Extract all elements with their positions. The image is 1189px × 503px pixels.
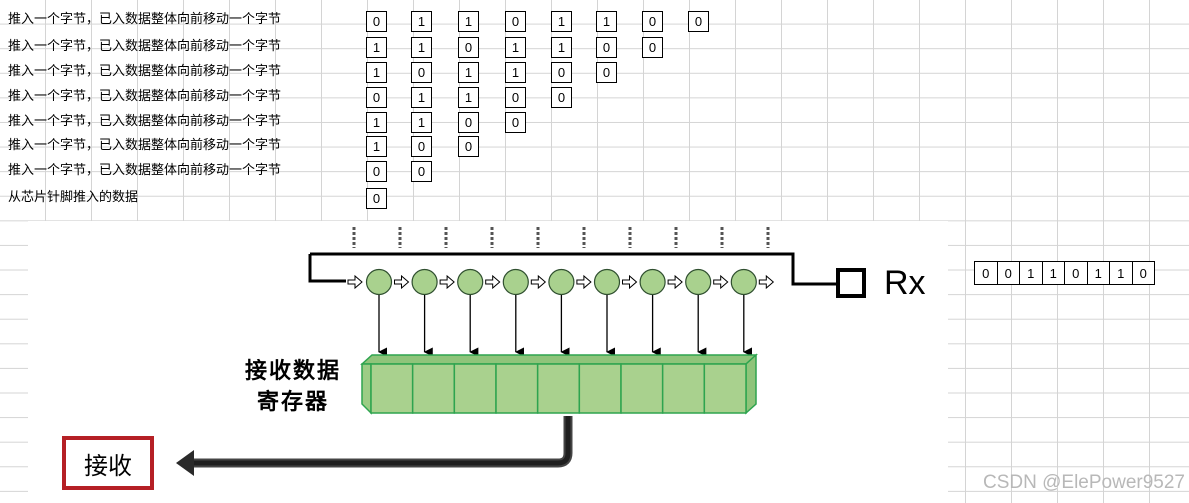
rx-bit-cell: 1 [1019,261,1043,285]
rx-bit-cell: 0 [1064,261,1088,285]
shift-register-schematic [176,227,866,476]
bit-cell: 1 [551,37,572,58]
bit-cell: 1 [505,37,526,58]
shift-arrow-icon [530,274,547,290]
bit-cell: 0 [411,161,432,182]
shift-node [548,268,575,296]
register-cell [411,363,456,414]
register-cell [703,363,747,414]
shift-arrow-icon [394,274,410,290]
register-cell [453,363,497,414]
rx-label: Rx [884,264,926,302]
bit-cell: 1 [458,62,479,83]
bit-cell: 1 [596,11,617,32]
rx-bit-cell: 0 [1131,261,1155,285]
receive-data-register [360,353,758,415]
shift-node [502,268,529,296]
step-label: 推入一个字节，已入数据整体向前移动一个字节 [8,89,282,104]
parallel-taps [352,227,770,248]
shift-node [730,268,757,296]
shift-arrow-icon [576,274,592,290]
rx-bit-cell: 0 [996,261,1020,285]
shift-node [365,268,393,296]
uart-shift-register-diagram: Rx 接收数据 寄存器 接收 [28,221,948,503]
bit-cell: 0 [458,112,479,133]
rx-bit-cell: 1 [1041,261,1065,285]
bit-cell: 1 [551,11,572,32]
step-label: 从芯片针脚推入的数据 [8,190,139,205]
step-label: 推入一个字节，已入数据整体向前移动一个字节 [8,114,282,129]
shift-arrow-icon [758,274,775,290]
bit-cell: 0 [458,136,479,157]
bit-cell: 0 [366,161,387,182]
register-cell [495,363,539,414]
bit-cell: 0 [366,188,387,209]
step-label: 推入一个字节，已入数据整体向前移动一个字节 [8,12,282,27]
bit-cell: 0 [596,37,617,58]
register-label: 接收数据 寄存器 [234,356,352,418]
register-label-line1: 接收数据 [244,358,341,384]
bit-cell: 1 [458,11,479,32]
shift-node [411,268,438,296]
shift-arrow-icon [485,274,501,290]
bit-cell: 1 [366,37,387,58]
bit-cell: 0 [366,87,387,108]
register-cell [536,363,581,414]
bit-cell: 0 [411,136,432,157]
bit-cell: 1 [366,112,387,133]
register-cell [661,363,706,414]
bit-cell: 1 [366,136,387,157]
shift-arrow-icon [667,274,683,290]
bit-cell: 0 [596,62,617,83]
bit-cell: 1 [505,62,526,83]
bit-cell: 1 [411,11,432,32]
watermark: CSDN @ElePower9527 [983,472,1185,493]
rx-bit-cell: 0 [974,261,998,285]
shift-arrow-icon [439,274,455,290]
register-cell [620,363,664,414]
receive-box: 接收 [62,436,154,490]
register-cell [370,363,414,414]
bit-cell: 1 [411,37,432,58]
bit-cell: 0 [551,62,572,83]
bit-cell: 0 [505,11,526,32]
shift-node [457,268,484,296]
bit-cell: 0 [505,112,526,133]
bit-cell: 0 [551,87,572,108]
bit-cell: 1 [366,62,387,83]
shift-arrow-icon [713,274,729,290]
bit-cell: 0 [505,87,526,108]
output-arrow-icon [176,450,194,476]
shift-node [685,268,712,296]
shift-node [639,268,666,296]
bit-cell: 0 [366,11,387,32]
bit-cell: 1 [411,87,432,108]
register-cell [578,363,622,414]
bit-cell: 1 [458,87,479,108]
rx-bit-cell: 1 [1086,261,1110,285]
shift-arrow-icon [347,274,363,290]
bit-cell: 1 [411,112,432,133]
bit-cell: 0 [688,11,709,32]
shift-arrow-icon [622,274,638,290]
step-label: 推入一个字节，已入数据整体向前移动一个字节 [8,138,282,153]
bit-cell: 0 [411,62,432,83]
register-label-line2: 寄存器 [256,389,329,415]
load-arrows [378,295,752,357]
bit-cell: 0 [458,37,479,58]
bit-cell: 0 [642,11,663,32]
shift-node [593,268,621,296]
shift-nodes [347,268,775,296]
step-label: 推入一个字节，已入数据整体向前移动一个字节 [8,39,282,54]
bit-cell: 0 [642,37,663,58]
step-label: 推入一个字节，已入数据整体向前移动一个字节 [8,163,282,178]
rx-pin-icon [836,268,866,298]
rx-bit-cell: 1 [1109,261,1133,285]
step-label: 推入一个字节，已入数据整体向前移动一个字节 [8,64,282,79]
